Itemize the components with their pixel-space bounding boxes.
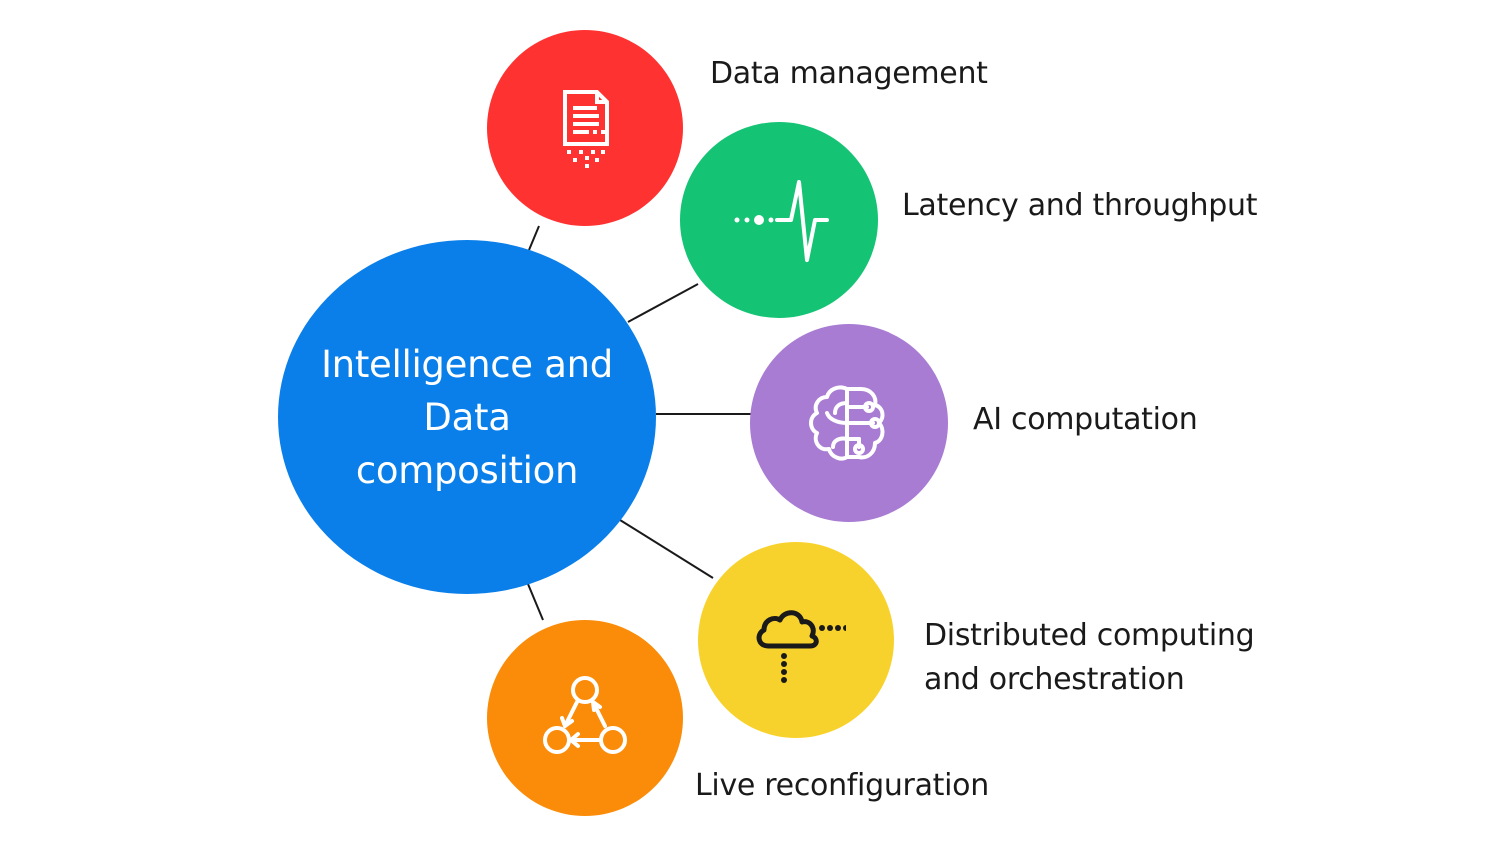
node-latency-throughput <box>680 122 878 318</box>
pulse-icon <box>734 180 829 262</box>
label-distributed-computing: Distributed computing and orchestration <box>924 618 1255 697</box>
cycle-nodes-icon <box>543 676 627 754</box>
label-ai-computation: AI computation <box>973 402 1198 437</box>
node-ai-computation <box>750 324 948 522</box>
cloud-network-icon <box>756 610 846 683</box>
connector-latency <box>627 283 699 323</box>
center-hub-label: Intelligence and Data composition <box>321 342 613 492</box>
label-data-management: Data management <box>710 56 988 91</box>
node-distributed-computing <box>698 542 894 738</box>
document-icon <box>563 90 609 168</box>
node-live-reconfiguration <box>487 620 683 816</box>
label-live-reconfiguration: Live reconfiguration <box>695 768 989 803</box>
label-latency-throughput: Latency and throughput <box>902 188 1258 223</box>
connector-data-management <box>528 225 540 251</box>
connector-distributed <box>619 519 714 579</box>
brain-circuit-icon <box>809 385 885 461</box>
node-data-management <box>487 30 683 226</box>
center-hub: Intelligence and Data composition <box>278 240 656 594</box>
connector-live <box>527 583 544 621</box>
